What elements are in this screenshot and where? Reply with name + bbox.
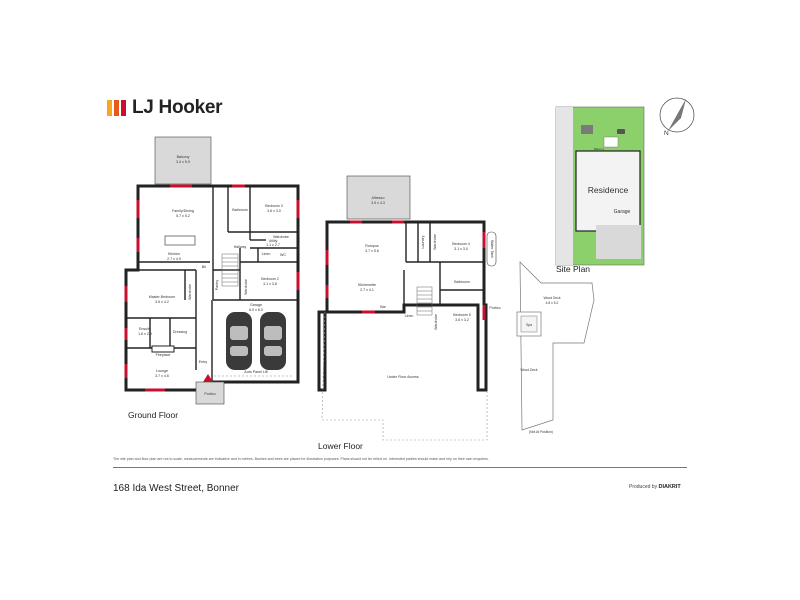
svg-text:Pantry: Pantry xyxy=(215,280,219,291)
svg-text:Hallway: Hallway xyxy=(234,245,247,249)
svg-text:Linen: Linen xyxy=(405,314,414,318)
car-left-icon xyxy=(226,312,252,370)
svg-text:Laundry: Laundry xyxy=(421,235,425,248)
logo-mark-icon xyxy=(107,100,126,116)
site-plan-label: Site Plan xyxy=(556,264,591,274)
site-plan: Residence Garage Balcony xyxy=(555,106,645,266)
property-address: 168 Ida West Street, Bonner xyxy=(113,483,240,494)
svg-text:N: N xyxy=(664,130,669,137)
footer-divider xyxy=(113,467,687,468)
svg-text:Portico: Portico xyxy=(204,392,215,396)
lower-floor-label: Lower Floor xyxy=(318,441,363,451)
svg-text:Bedroom 33.6 x 3.0: Bedroom 33.6 x 3.0 xyxy=(265,204,283,213)
compass-icon: N xyxy=(659,97,695,137)
svg-text:Linen: Linen xyxy=(262,252,271,256)
svg-text:Bathroom: Bathroom xyxy=(454,280,470,284)
lj-hooker-logo: LJ Hooker xyxy=(107,97,223,119)
svg-text:(Not At Position): (Not At Position) xyxy=(529,430,553,434)
svg-text:Under Floor Access: Under Floor Access xyxy=(387,375,419,379)
svg-text:Balcony: Balcony xyxy=(594,147,605,151)
svg-text:Garage: Garage xyxy=(614,209,631,215)
svg-text:Fireplace: Fireplace xyxy=(156,353,171,357)
ground-floor-label: Ground Floor xyxy=(128,410,179,420)
svg-text:WC: WC xyxy=(280,253,286,257)
svg-text:Bedroom 43.1 x 3.0: Bedroom 43.1 x 3.0 xyxy=(452,242,470,251)
svg-text:Auto Panel Lift: Auto Panel Lift xyxy=(244,370,267,374)
svg-text:Bedroom 53.6 x 3.2: Bedroom 53.6 x 3.2 xyxy=(453,313,471,322)
svg-text:Bir: Bir xyxy=(202,265,207,269)
svg-text:Water Tank: Water Tank xyxy=(490,240,494,258)
svg-text:Wood Deck: Wood Deck xyxy=(521,368,538,372)
svg-text:Bedroom 23.1 x 3.8: Bedroom 23.1 x 3.8 xyxy=(261,277,279,286)
brand-name: LJ Hooker xyxy=(132,97,223,118)
car-right-icon xyxy=(260,312,286,370)
svg-text:Wardrobe: Wardrobe xyxy=(244,279,248,295)
svg-text:Bathroom: Bathroom xyxy=(232,208,248,212)
svg-text:Wardrobe: Wardrobe xyxy=(273,235,289,239)
svg-text:Entry: Entry xyxy=(199,360,208,364)
produced-by: Produced by DIAKRIT xyxy=(629,484,681,490)
svg-text:Spa: Spa xyxy=(526,323,532,327)
balcony-area xyxy=(154,136,212,185)
svg-text:Wardrobe: Wardrobe xyxy=(188,284,192,300)
svg-text:Portico: Portico xyxy=(489,306,500,310)
svg-text:Dressing: Dressing xyxy=(173,330,187,334)
svg-text:Bar: Bar xyxy=(380,305,386,309)
disclaimer-text: The site plan and floor plan are not to … xyxy=(113,457,489,461)
svg-text:Wardrobe: Wardrobe xyxy=(434,314,438,330)
svg-text:Residence: Residence xyxy=(588,185,629,195)
svg-text:Wardrobe: Wardrobe xyxy=(433,234,437,250)
